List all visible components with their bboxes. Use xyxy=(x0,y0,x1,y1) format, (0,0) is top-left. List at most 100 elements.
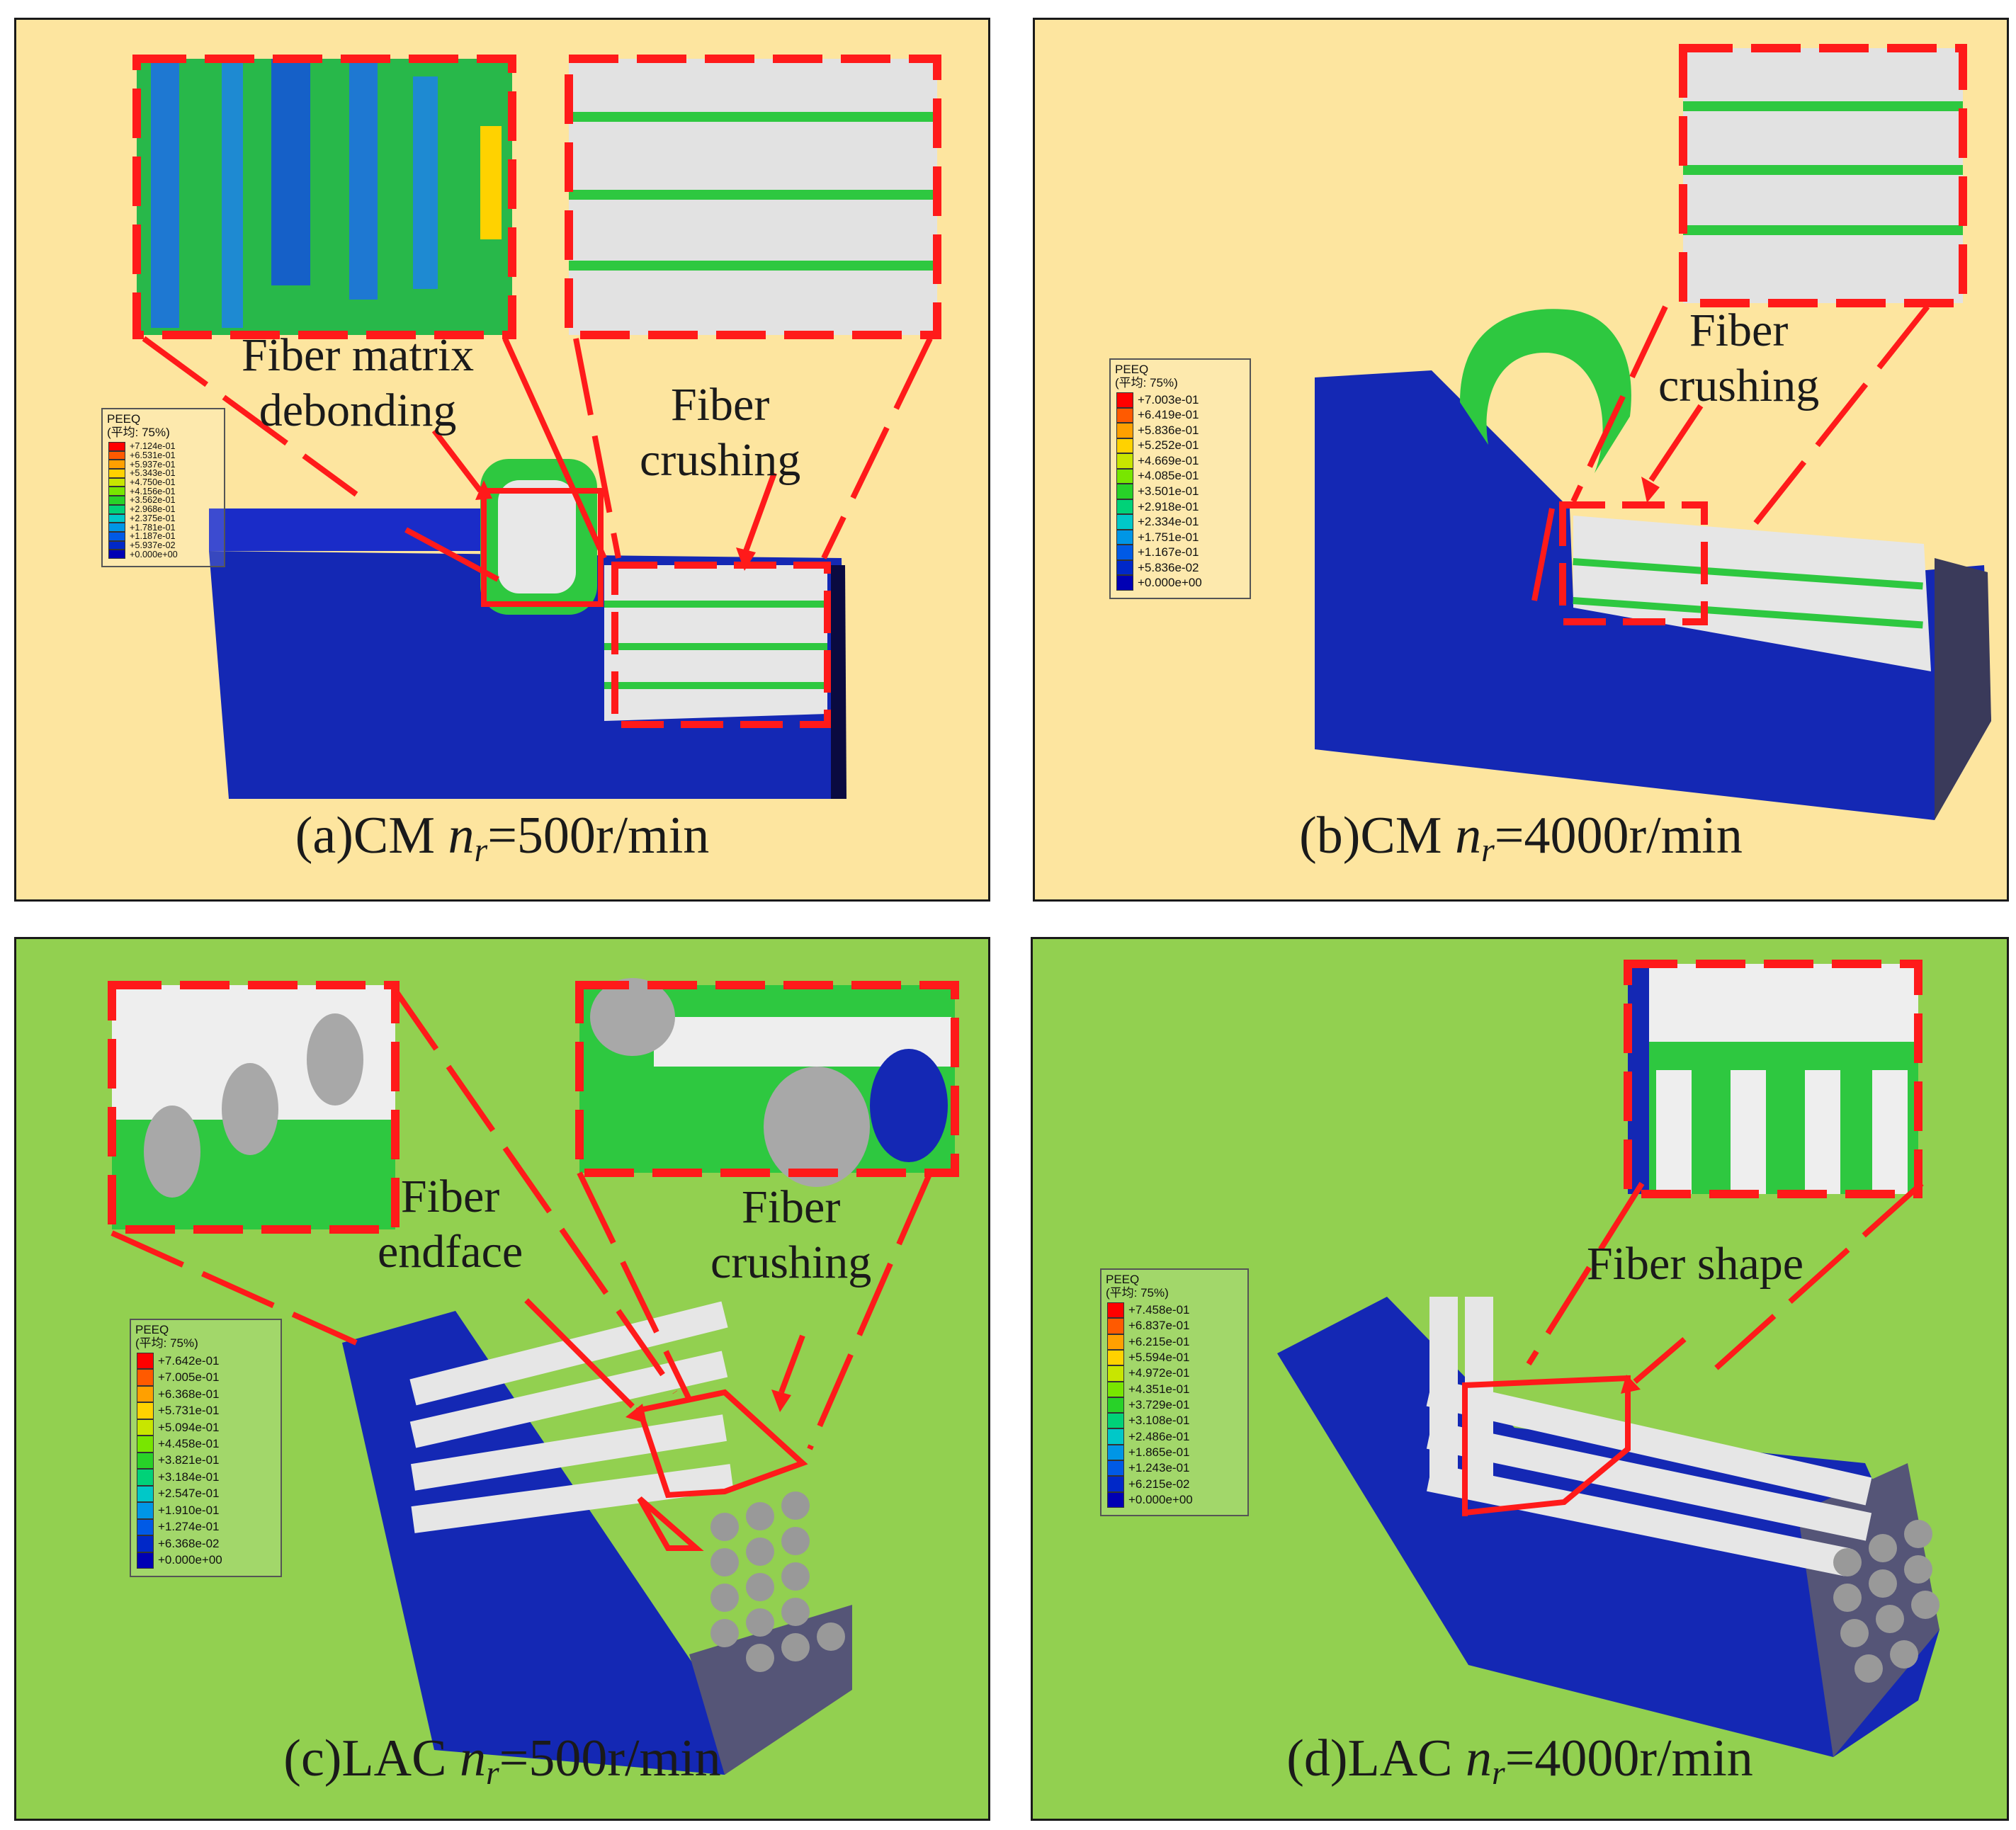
legend-swatch xyxy=(1116,392,1133,408)
panel-caption: (d)LAC nr=4000r/min xyxy=(1033,1729,2007,1792)
legend-swatch xyxy=(1107,1381,1124,1397)
legend-value: +6.531e-01 xyxy=(130,450,176,461)
legend-value: +0.000e+00 xyxy=(1138,576,1202,590)
legend-swatch xyxy=(108,477,125,487)
inset-fiber-shape xyxy=(1624,960,1922,1198)
legend-row: +3.729e-01 xyxy=(1107,1397,1190,1414)
caption-var: n xyxy=(1455,807,1482,865)
legend-value: +5.937e-01 xyxy=(130,459,176,470)
legend-swatch xyxy=(1107,1491,1124,1508)
annot-fiber-crushing: Fiber crushing xyxy=(640,377,800,488)
inset-crushing xyxy=(1679,44,1967,307)
legend-swatch xyxy=(108,513,125,523)
legend-row: +6.419e-01 xyxy=(1116,407,1199,424)
legend-row: +4.972e-01 xyxy=(1107,1365,1190,1382)
legend-swatch xyxy=(137,1436,154,1453)
legend-swatch xyxy=(137,1402,154,1419)
legend-row: +7.642e-01 xyxy=(137,1353,220,1370)
legend-row: +7.003e-01 xyxy=(1116,392,1199,408)
legend-value: +1.187e-01 xyxy=(130,531,176,542)
caption-var: n xyxy=(459,1729,486,1788)
legend-row: +2.918e-01 xyxy=(1116,499,1199,515)
legend-swatch xyxy=(1116,423,1133,438)
peeq-legend: PEEQ(平均: 75%)+7.003e-01+6.419e-01+5.836e… xyxy=(1109,358,1251,599)
legend-swatch xyxy=(108,496,125,505)
legend-value: +6.368e-01 xyxy=(158,1387,220,1401)
legend-row: +1.910e-01 xyxy=(137,1502,220,1519)
caption-suffix: =4000r/min xyxy=(1505,1729,1753,1788)
inset-fiber-endface xyxy=(108,981,400,1234)
legend-value: +4.458e-01 xyxy=(158,1437,220,1451)
legend-title: PEEQ xyxy=(1115,363,1149,376)
legend-swatch xyxy=(108,523,125,532)
legend-swatch xyxy=(137,1518,154,1536)
legend-value: +4.669e-01 xyxy=(1138,453,1199,467)
legend-swatch xyxy=(1116,407,1133,424)
legend-row: +4.458e-01 xyxy=(137,1436,220,1453)
annot-text: Fiber xyxy=(741,1181,841,1233)
legend-value: +1.865e-01 xyxy=(1128,1445,1190,1459)
legend-value: +6.215e-02 xyxy=(1128,1477,1190,1491)
caption-prefix: (c)LAC xyxy=(283,1729,460,1788)
legend-value: +5.094e-01 xyxy=(158,1420,220,1434)
panel-b-scene xyxy=(1315,44,1991,820)
legend-swatch xyxy=(1107,1318,1124,1334)
legend-value: +7.124e-01 xyxy=(130,441,176,452)
legend-value: +3.108e-01 xyxy=(1128,1414,1190,1428)
caption-suffix: =500r/min xyxy=(487,807,710,865)
legend-row: +6.368e-01 xyxy=(137,1385,220,1403)
legend-row: +2.968e-01 xyxy=(108,504,176,514)
annot-text: endface xyxy=(378,1226,523,1278)
legend-row: +1.243e-01 xyxy=(1107,1460,1190,1477)
legend-row: +7.458e-01 xyxy=(1107,1302,1190,1319)
legend-swatch xyxy=(1116,529,1133,545)
legend-row: +2.375e-01 xyxy=(108,513,176,523)
legend-value: +2.547e-01 xyxy=(158,1487,220,1501)
caption-sub: r xyxy=(474,831,488,869)
legend-value: +4.085e-01 xyxy=(1138,469,1199,483)
legend-row: +0.000e+00 xyxy=(1107,1491,1193,1508)
legend-row: +0.000e+00 xyxy=(108,550,178,559)
panel-caption: (a)CM nr=500r/min xyxy=(16,806,988,870)
inset-debonding xyxy=(132,55,516,339)
legend-swatch xyxy=(108,442,125,451)
panel-d: Fiber shape PEEQ(平均: 75%)+7.458e-01+6.83… xyxy=(1031,937,2009,1821)
legend-row: +3.562e-01 xyxy=(108,495,176,505)
panel-a: Fiber matrix debonding Fiber crushing PE… xyxy=(14,18,990,902)
legend-subtitle: (平均: 75%) xyxy=(1115,376,1178,390)
legend-row: +5.836e-01 xyxy=(1116,423,1199,438)
workpiece-block xyxy=(209,459,846,799)
legend-value: +4.750e-01 xyxy=(130,477,176,488)
legend-swatch xyxy=(108,550,125,559)
panel-caption: (c)LAC nr=500r/min xyxy=(16,1729,988,1792)
legend-row: +5.594e-01 xyxy=(1107,1349,1190,1366)
legend-row: +2.486e-01 xyxy=(1107,1428,1190,1445)
legend-value: +5.836e-02 xyxy=(1138,560,1199,574)
panel-d-scene xyxy=(1277,960,1939,1757)
panel-c: Fiber endface Fiber crushing PEEQ(平均: 75… xyxy=(14,937,990,1821)
legend-value: +1.243e-01 xyxy=(1128,1461,1190,1475)
legend-row: +6.531e-01 xyxy=(108,450,176,461)
legend-swatch xyxy=(108,460,125,470)
legend-value: +7.003e-01 xyxy=(1138,392,1199,407)
legend-swatch xyxy=(137,1552,154,1569)
legend-swatch xyxy=(137,1535,154,1552)
legend-swatch xyxy=(137,1452,154,1470)
fiber-ends xyxy=(710,1491,845,1672)
legend-row: +5.836e-02 xyxy=(1116,559,1199,576)
panel-caption: (b)CM nr=4000r/min xyxy=(1035,806,2007,870)
legend-swatch xyxy=(108,531,125,541)
peeq-legend: PEEQ(平均: 75%)+7.124e-01+6.531e-01+5.937e… xyxy=(101,408,225,567)
legend-swatch xyxy=(137,1502,154,1519)
legend-value: +7.642e-01 xyxy=(158,1353,220,1368)
legend-swatch xyxy=(1107,1444,1124,1461)
legend-swatch xyxy=(1107,1460,1124,1477)
legend-value: +2.334e-01 xyxy=(1138,515,1199,529)
legend-row: +7.005e-01 xyxy=(137,1369,220,1386)
legend-value: +3.821e-01 xyxy=(158,1453,220,1467)
legend-row: +4.750e-01 xyxy=(108,477,176,488)
legend-row: +1.167e-01 xyxy=(1116,545,1199,560)
legend-row: +3.108e-01 xyxy=(1107,1413,1190,1429)
legend-row: +1.187e-01 xyxy=(108,531,176,542)
caption-prefix: (a)CM xyxy=(295,807,448,865)
